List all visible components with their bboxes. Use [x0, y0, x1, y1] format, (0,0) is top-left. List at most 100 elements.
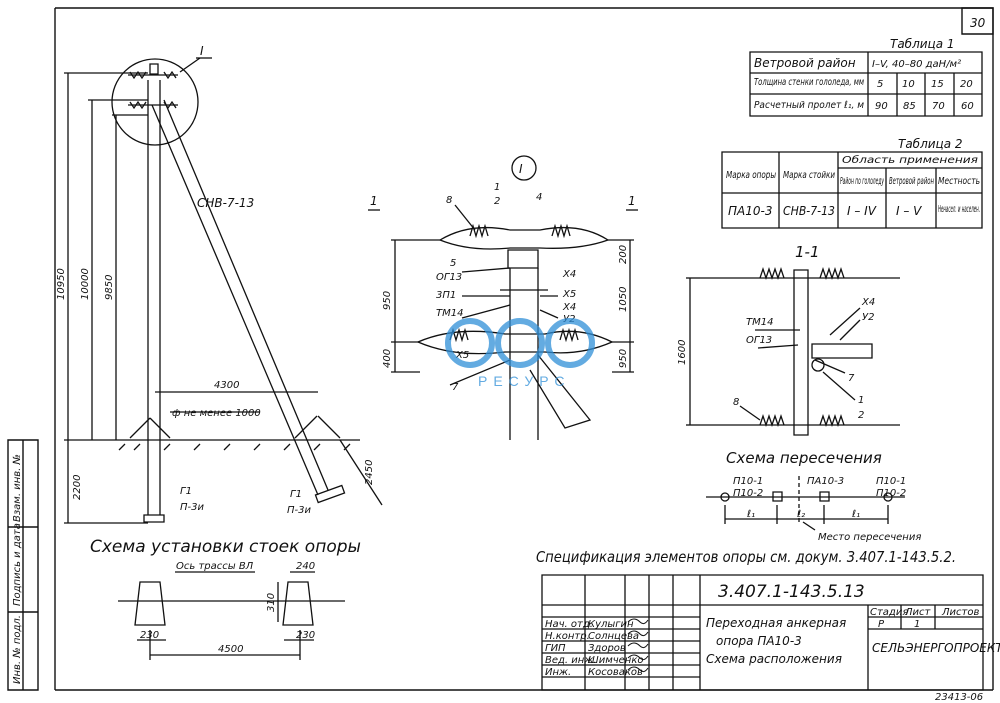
callout-2: 2: [494, 196, 500, 207]
spacing-note: ф не менее 1000: [172, 408, 261, 419]
t1-span-90: 90: [875, 101, 888, 112]
dim-200: 200: [618, 245, 629, 264]
sheet-value: 1: [914, 619, 920, 630]
detail-i: [368, 156, 638, 440]
t1-ice-5: 5: [877, 79, 883, 90]
dim-10000: 10000: [80, 268, 91, 300]
t2-pole: СНВ-7-13: [783, 204, 835, 218]
dim-4300: 4300: [214, 380, 239, 391]
section-left: 1: [370, 194, 378, 208]
callout-og13: ОГ13: [436, 272, 462, 283]
callout-x5: Х5: [562, 289, 576, 300]
table1-text: Таблица 1 Ветровой район I–V, 40–80 даН/…: [754, 37, 974, 112]
dim-950b: 950: [618, 349, 629, 368]
dim-1050: 1050: [618, 287, 629, 312]
t2-wind: I – V: [896, 204, 922, 218]
s11-7: 7: [848, 373, 855, 384]
sheet-number: 30: [970, 16, 986, 30]
t2-head-terrain: Местность: [938, 176, 980, 187]
detail-i-marker-circle: [512, 156, 536, 180]
title-line-2: опора ПА10-3: [716, 634, 802, 648]
dim-2450: 2450: [364, 460, 375, 485]
callout-3p1: 3П1: [436, 290, 456, 301]
pole-scheme: [64, 58, 382, 523]
callout-8: 8: [446, 195, 452, 206]
sheet-label: Лист: [904, 607, 932, 618]
plan-scheme-labels: Ось трассы ВЛ 230 230 4500 310 240: [140, 561, 315, 655]
dim-950: 950: [382, 291, 393, 310]
pole-scheme-title: Схема установки стоек опоры: [90, 537, 361, 557]
t2-head-ice: Район по гололеду: [840, 176, 884, 187]
crossing-span-2: ℓ₂: [797, 509, 805, 520]
crossing-right-top: П10-1: [876, 476, 906, 487]
t2-head-scope: Область применения: [842, 154, 978, 166]
s11-u2: У2: [862, 312, 874, 323]
side-stamp-replace: Взам. инв. №: [12, 454, 23, 522]
crossing-label: Место пересечения: [818, 532, 921, 543]
dim-230-right: 230: [296, 630, 315, 641]
t1-ice-15: 15: [931, 79, 944, 90]
t2-terrain: Ненасел. и населен.: [938, 204, 980, 215]
callout-x4: Х4: [562, 302, 576, 313]
table1: [750, 52, 982, 116]
doc-code: 3.407.1-143.5.13: [718, 582, 865, 602]
stage-value: Р: [878, 619, 885, 630]
t1-wind-label: Ветровой район: [754, 56, 856, 70]
pole-scheme-labels: I СНВ-7-13 10950 10000 9850 4300 ф не ме…: [56, 44, 375, 557]
dim-1600: 1600: [677, 340, 688, 365]
section-right: 1: [628, 194, 636, 208]
side-stamp-sign: Подпись и дата: [12, 523, 23, 606]
section-11-labels: 1-1 ТМ14 ОГ13 8 Х4 У2 7 1 2 1600: [677, 243, 875, 421]
t1-span-70: 70: [932, 101, 945, 112]
callout-7: 7: [452, 382, 459, 393]
watermark: РЕСУРС: [448, 321, 592, 389]
dim-400: 400: [382, 349, 393, 368]
t1-wind-value: I–V, 40–80 даН/м²: [872, 59, 961, 70]
section-pole: [794, 270, 808, 435]
t1-ice-20: 20: [960, 79, 973, 90]
s11-x4: Х4: [861, 297, 875, 308]
section-11-title: 1-1: [795, 243, 820, 261]
watermark-sub: РЕСУРС: [478, 373, 571, 389]
s11-8: 8: [733, 397, 739, 408]
detail-i-labels: I 1 1 8 5 ОГ13 3П1 ТМ14 Х5 7 1 2 4 Х4 Х5…: [370, 162, 636, 393]
t1-ice-10: 10: [902, 79, 915, 90]
s11-tm14: ТМ14: [746, 317, 773, 328]
crossing-left-top: П10-1: [733, 476, 763, 487]
role-2: ГИП: [545, 643, 566, 654]
callout-5: 5: [450, 258, 456, 269]
anchor-right-bottom: П-3и: [287, 505, 311, 516]
anchor-left-top: Г1: [180, 486, 192, 497]
route-axis-label: Ось трассы ВЛ: [176, 561, 254, 572]
detail-marker-i: I: [200, 44, 204, 58]
anchor-left-bottom: П-3и: [180, 502, 204, 513]
t1-span-label: Расчетный пролет ℓ₁, м: [754, 100, 864, 111]
upper-crossarm: [440, 228, 608, 249]
role-4: Инж.: [545, 667, 571, 678]
s11-og13: ОГ13: [746, 335, 772, 346]
t2-ice: I – IV: [847, 204, 877, 218]
title-line-3: Схема расположения: [706, 652, 842, 666]
callout-x4-top: Х4: [562, 269, 576, 280]
detail-i-marker: I: [519, 162, 523, 176]
inclined-strut: [152, 105, 318, 495]
dim-10950: 10950: [56, 268, 67, 300]
signatures: [628, 619, 648, 672]
crossing-right-bottom: П10-2: [876, 488, 906, 499]
t2-head-pole: Марка стойки: [783, 170, 835, 181]
s11-2: 2: [858, 410, 864, 421]
table2: [722, 152, 982, 228]
dim-9850: 9850: [104, 275, 115, 300]
name-2: Здоров: [588, 643, 626, 654]
spec-note: Спецификация элементов опоры см. докум. …: [536, 548, 956, 566]
sheets-label: Листов: [941, 607, 979, 618]
side-stamp-inv: Инв. № подл.: [12, 615, 23, 684]
callout-1: 1: [494, 182, 500, 193]
anchor-right-top: Г1: [290, 489, 302, 500]
name-1: Солнцева: [588, 631, 639, 642]
dim-230-left: 230: [140, 630, 159, 641]
crossing-span-3: ℓ₁: [852, 509, 860, 520]
table2-title: Таблица 2: [898, 137, 963, 151]
title-block: [542, 575, 983, 690]
